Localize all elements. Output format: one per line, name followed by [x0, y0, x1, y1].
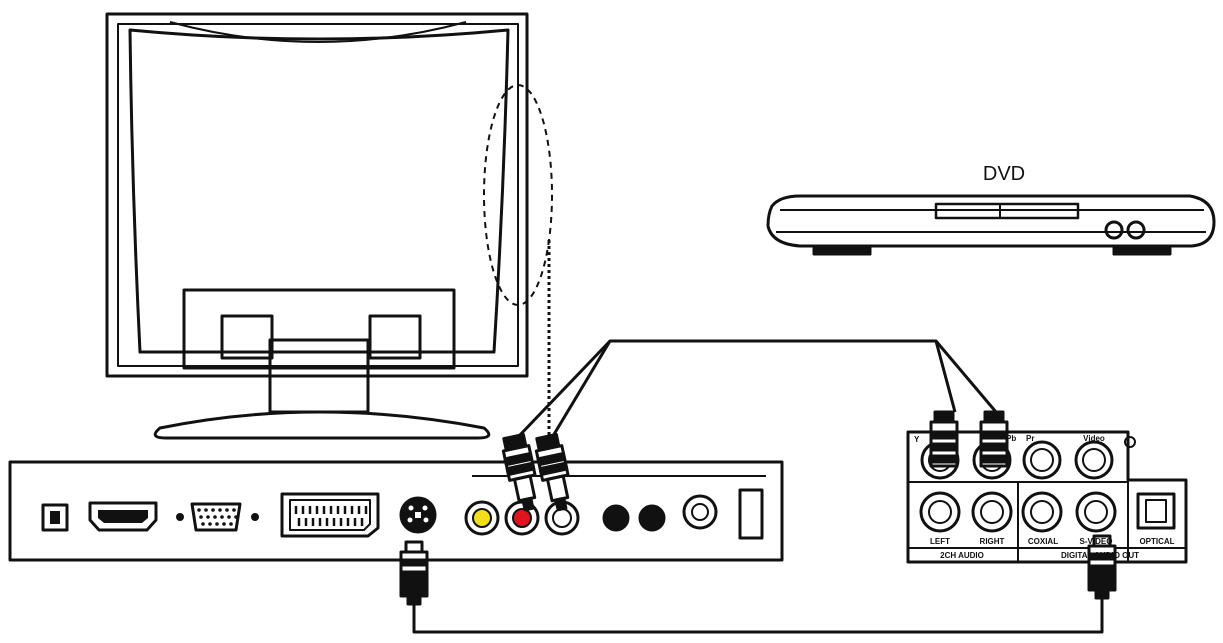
s-video-plug	[1087, 534, 1117, 600]
jack-label-optical: OPTICAL	[1139, 537, 1174, 546]
dvd-foot	[1112, 244, 1172, 256]
monitor-top-curve	[169, 21, 467, 43]
monitor-back-panel	[128, 28, 510, 354]
audio-out-right-jack	[971, 491, 1013, 533]
jack-label-right: RIGHT	[980, 537, 1005, 546]
jack-label-left: LEFT	[930, 537, 950, 546]
monitor	[105, 12, 553, 440]
hdmi-port	[88, 501, 158, 532]
rca-plug	[929, 410, 959, 468]
dvd-foot	[812, 244, 872, 256]
av-cable-wire	[551, 340, 612, 437]
av-cable	[517, 339, 998, 438]
dvd-button	[1104, 220, 1124, 240]
line-out-jack	[638, 504, 666, 532]
coaxial-out-jack	[1021, 491, 1063, 533]
audio-out-left-jack	[919, 491, 961, 533]
jack-label-y: Y	[914, 435, 920, 444]
rca-plug	[979, 410, 1009, 468]
rca-plug	[534, 432, 570, 512]
jack-label-coaxial: COXIAL	[1028, 537, 1058, 546]
main-unit-body	[8, 460, 784, 562]
component-pr-jack	[1022, 440, 1062, 480]
rca-plug	[501, 432, 537, 512]
dvd-label: DVD	[983, 163, 1025, 185]
headphone-jack	[602, 504, 630, 532]
hinge-slot-left	[220, 314, 274, 360]
s-video-out-jack	[1075, 491, 1117, 533]
scart-port	[280, 492, 380, 538]
dvd-button	[1126, 220, 1146, 240]
group-label-digital: DIGITAL AUDIO OUT	[1061, 551, 1139, 560]
jack-label-video: Video	[1083, 434, 1105, 443]
optical-out-port	[1136, 492, 1176, 530]
av-cable-wire	[517, 339, 957, 438]
s-video-plug	[399, 540, 429, 606]
dvd-player	[766, 194, 1216, 256]
side-port-highlight	[483, 84, 553, 306]
s-video-cable	[399, 534, 1117, 634]
video-out-jack	[1074, 440, 1114, 480]
monitor-bezel-inner	[117, 23, 519, 367]
s-video-cable-wire	[412, 598, 1104, 634]
dvd-body	[766, 194, 1216, 248]
main-unit	[8, 460, 784, 562]
monitor-bezel-outer	[105, 12, 529, 378]
jack-label-pr: Pr	[1026, 434, 1034, 443]
monitor-hinge-block	[182, 288, 456, 370]
av-cable-wire	[934, 340, 998, 413]
monitor-base	[153, 410, 491, 440]
dvd-rear-panel	[906, 430, 1188, 564]
antenna-port	[682, 494, 718, 530]
video-in-jack	[464, 500, 500, 536]
group-label-audio: 2CH AUDIO	[940, 551, 984, 560]
dvd-disc-tray	[934, 202, 1080, 220]
power-switch	[738, 488, 764, 540]
jack-label-s-video: S-VIDEO	[1080, 537, 1113, 546]
dvd-panel-outline	[906, 430, 1188, 564]
hinge-slot-right	[368, 314, 422, 360]
jack-label-pb: Pb	[1006, 434, 1016, 443]
dc-power-jack	[41, 503, 69, 532]
vga-port	[190, 502, 242, 532]
